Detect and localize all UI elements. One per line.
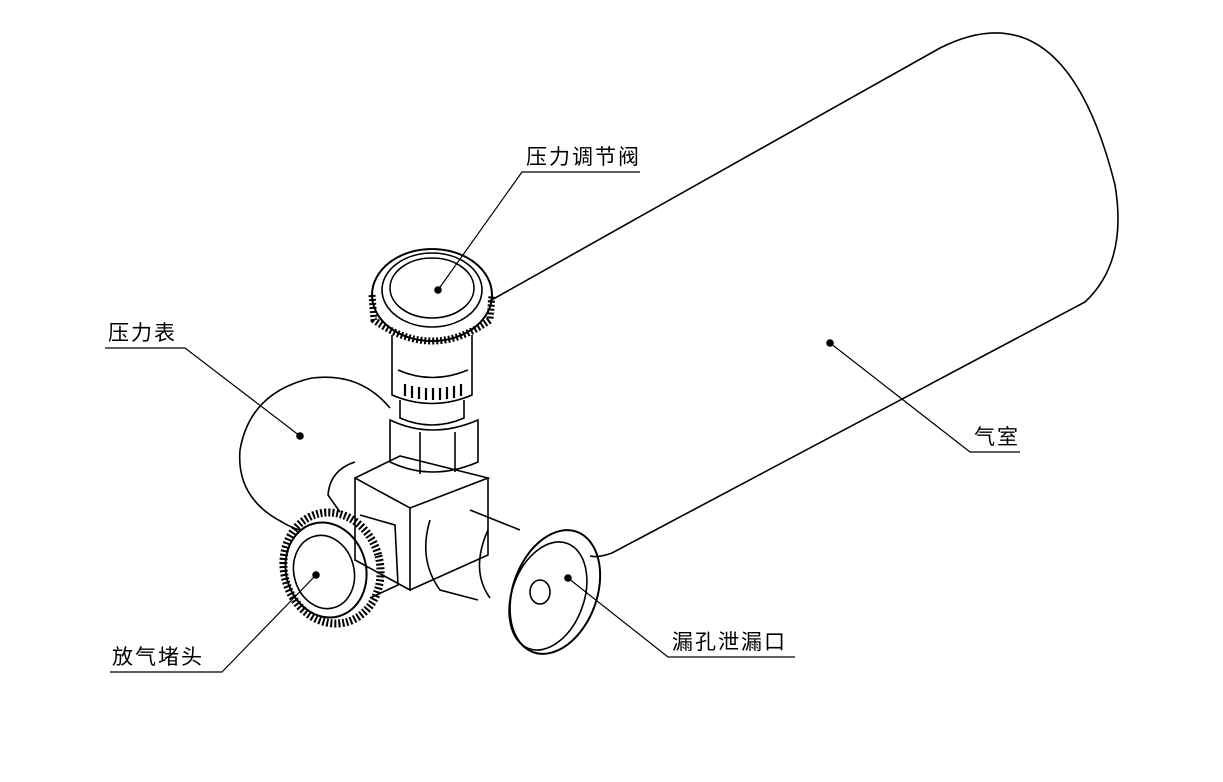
label-bleed-plug: 放气堵头 <box>112 645 204 669</box>
label-pressure-regulator: 压力调节阀 <box>526 145 641 169</box>
leader-lines <box>105 171 1020 673</box>
label-pressure-gauge: 压力表 <box>108 321 177 345</box>
label-leak-port: 漏孔泄漏口 <box>672 630 787 654</box>
leak-port <box>424 509 602 655</box>
valve-block <box>327 455 491 592</box>
pressure-gauge <box>238 376 391 531</box>
label-gas-chamber: 气室 <box>974 425 1020 449</box>
gas-chamber <box>487 32 1119 558</box>
bleed-plug <box>279 508 399 628</box>
regulator-valve <box>368 248 496 474</box>
